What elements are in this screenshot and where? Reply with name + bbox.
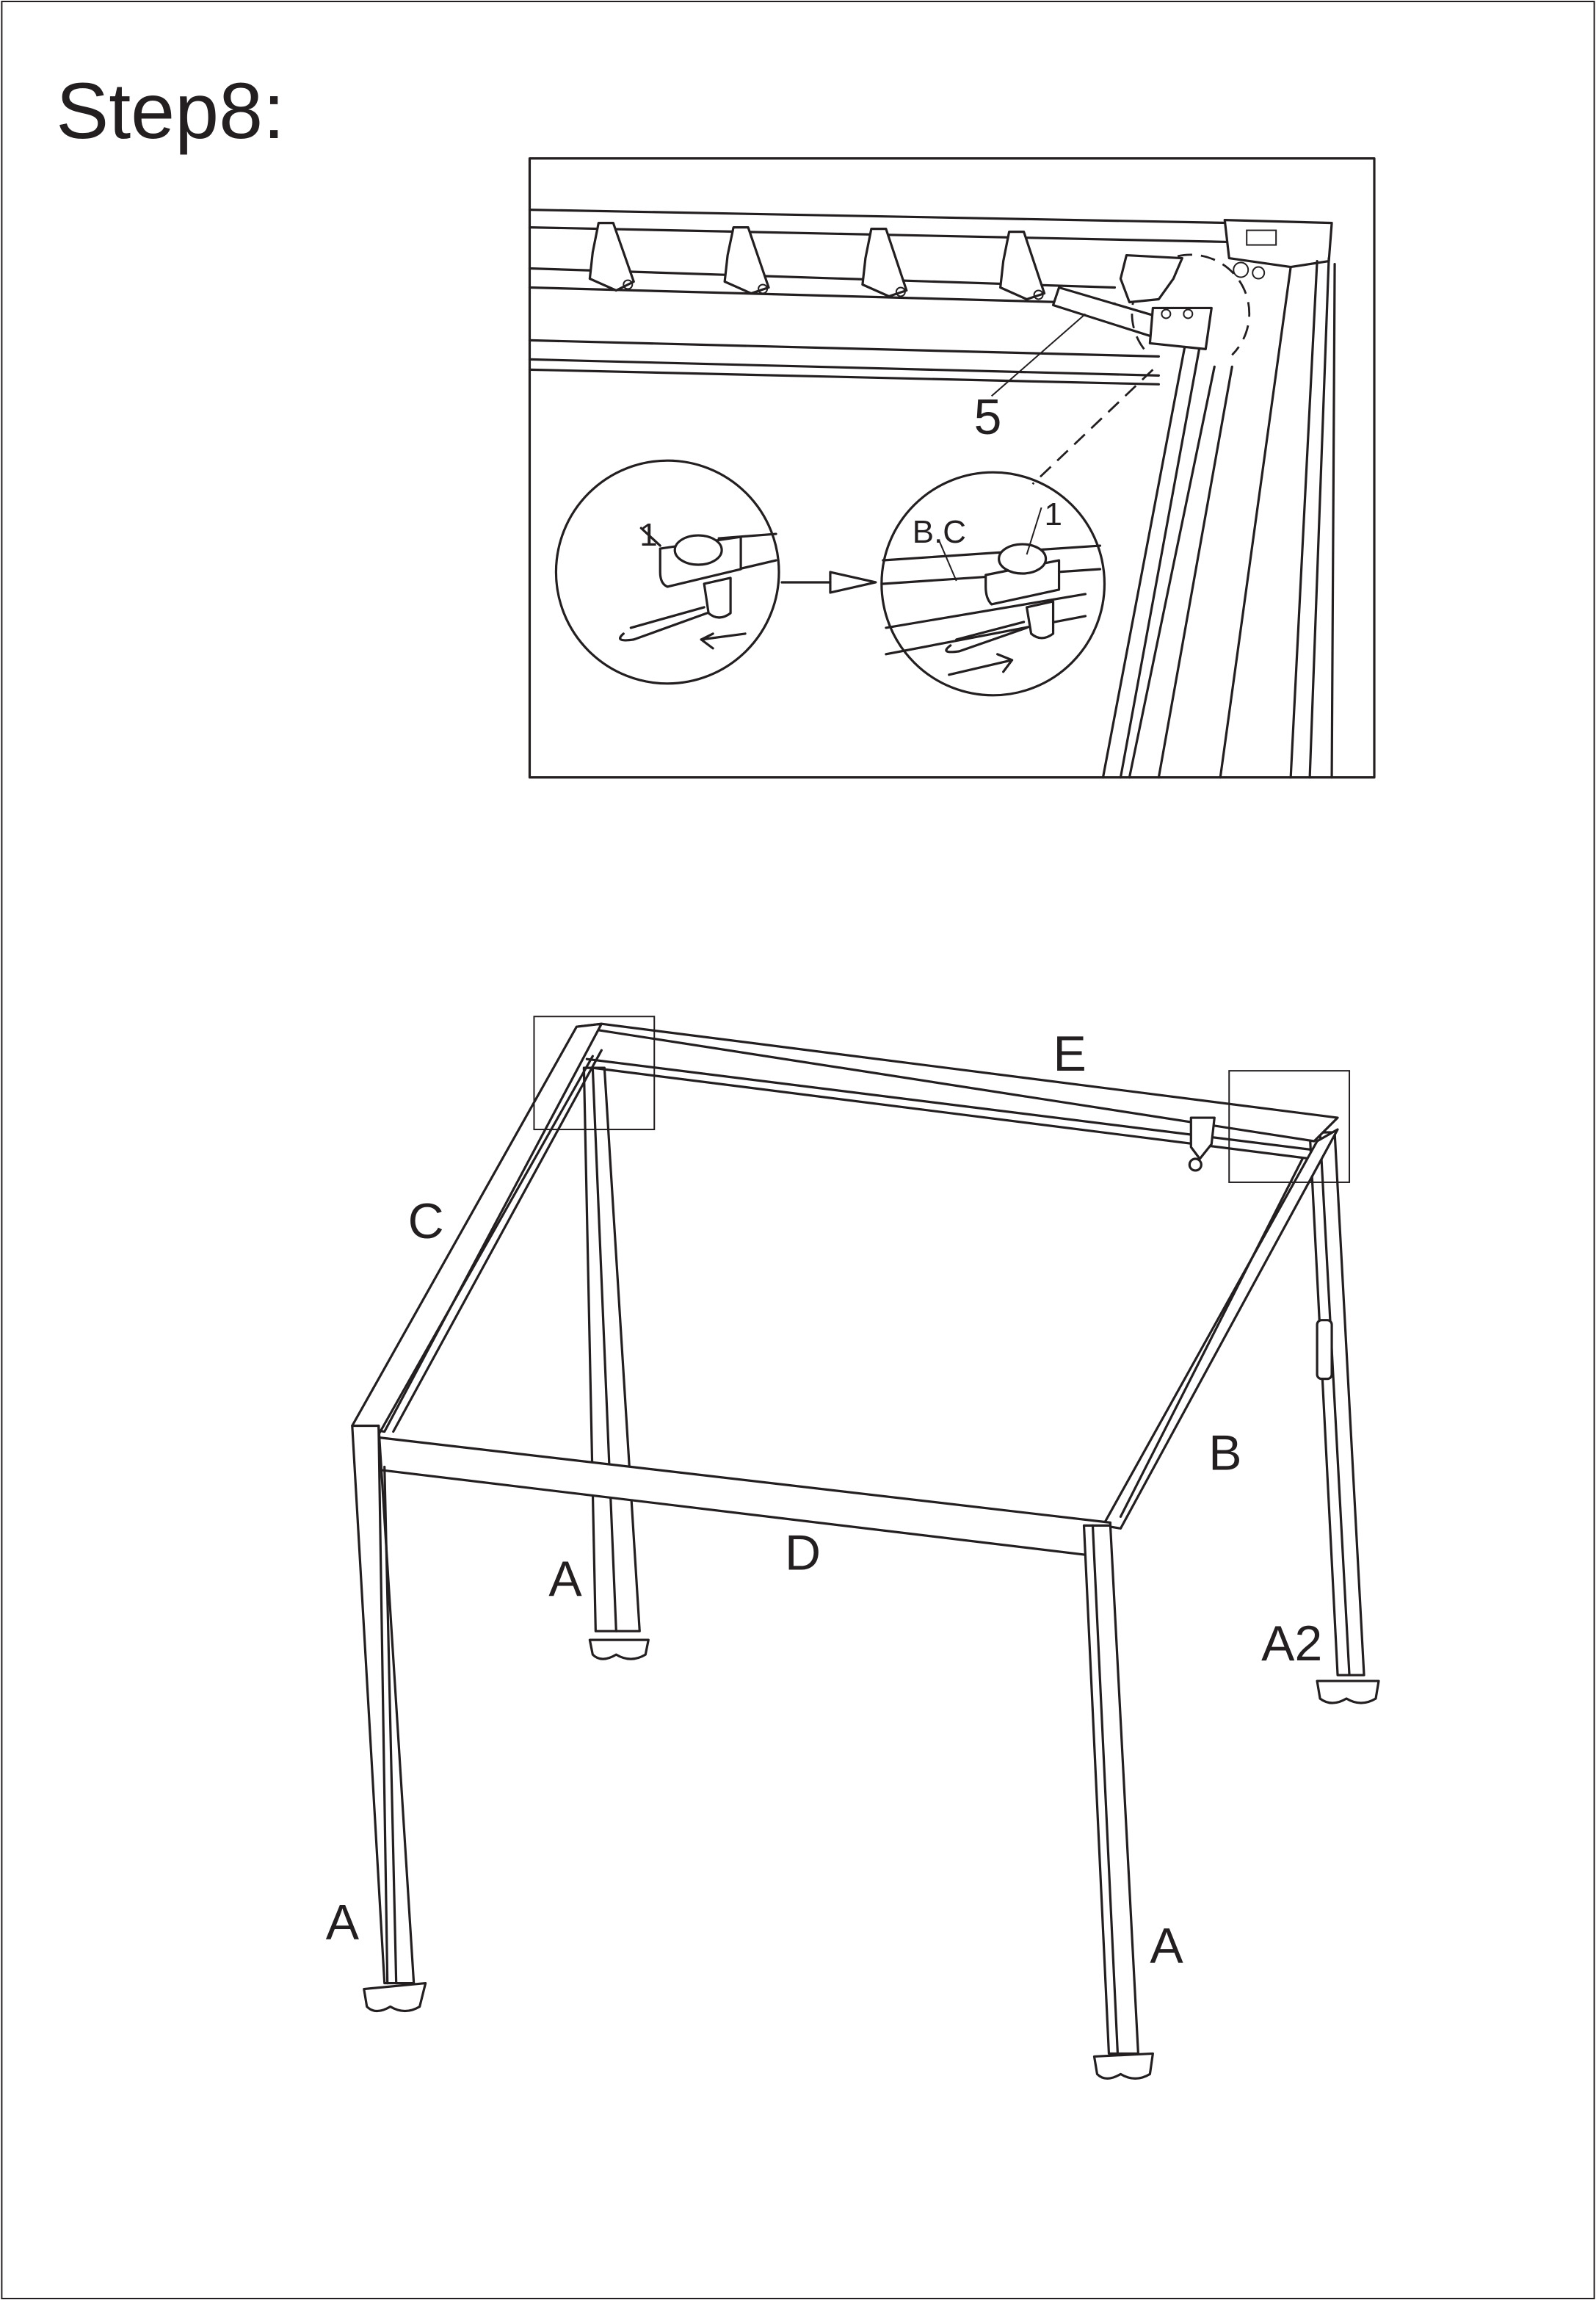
detail-circle-before: 1 <box>554 459 780 685</box>
callout-part-1-before: 1 <box>639 517 657 553</box>
beam-d <box>377 1436 1112 1559</box>
detail-marker-left <box>533 1016 656 1131</box>
detail-inset: 5 1 1 B.C <box>528 157 1376 779</box>
detail-marker-right <box>1228 1070 1351 1183</box>
label-beam-b: B <box>1208 1425 1241 1480</box>
bracket-clips <box>588 222 1183 304</box>
callout-part-1-after: 1 <box>1045 496 1062 532</box>
detail-circle-after: 1 B.C <box>880 471 1106 697</box>
label-beam-c: C <box>408 1194 444 1249</box>
beam-e <box>575 1022 1339 1143</box>
back-right-post <box>1308 1131 1365 1677</box>
beam-c <box>351 1022 603 1433</box>
arrow-right-icon <box>829 571 877 594</box>
label-beam-e: E <box>1053 1027 1087 1082</box>
label-post-back-right: A2 <box>1261 1616 1322 1671</box>
label-post-back-left: A <box>548 1552 582 1607</box>
front-right-post <box>1082 1524 1140 2055</box>
pergola-frame <box>351 1016 1380 2080</box>
callout-part-5: 5 <box>974 390 1002 445</box>
step-title: Step8: <box>56 66 285 155</box>
label-beam-d: D <box>785 1525 821 1580</box>
callout-beam-bc: B.C <box>913 514 966 550</box>
beam-b <box>1101 1128 1339 1530</box>
label-post-front-left: A <box>326 1895 360 1950</box>
label-post-front-right: A <box>1150 1919 1183 1974</box>
